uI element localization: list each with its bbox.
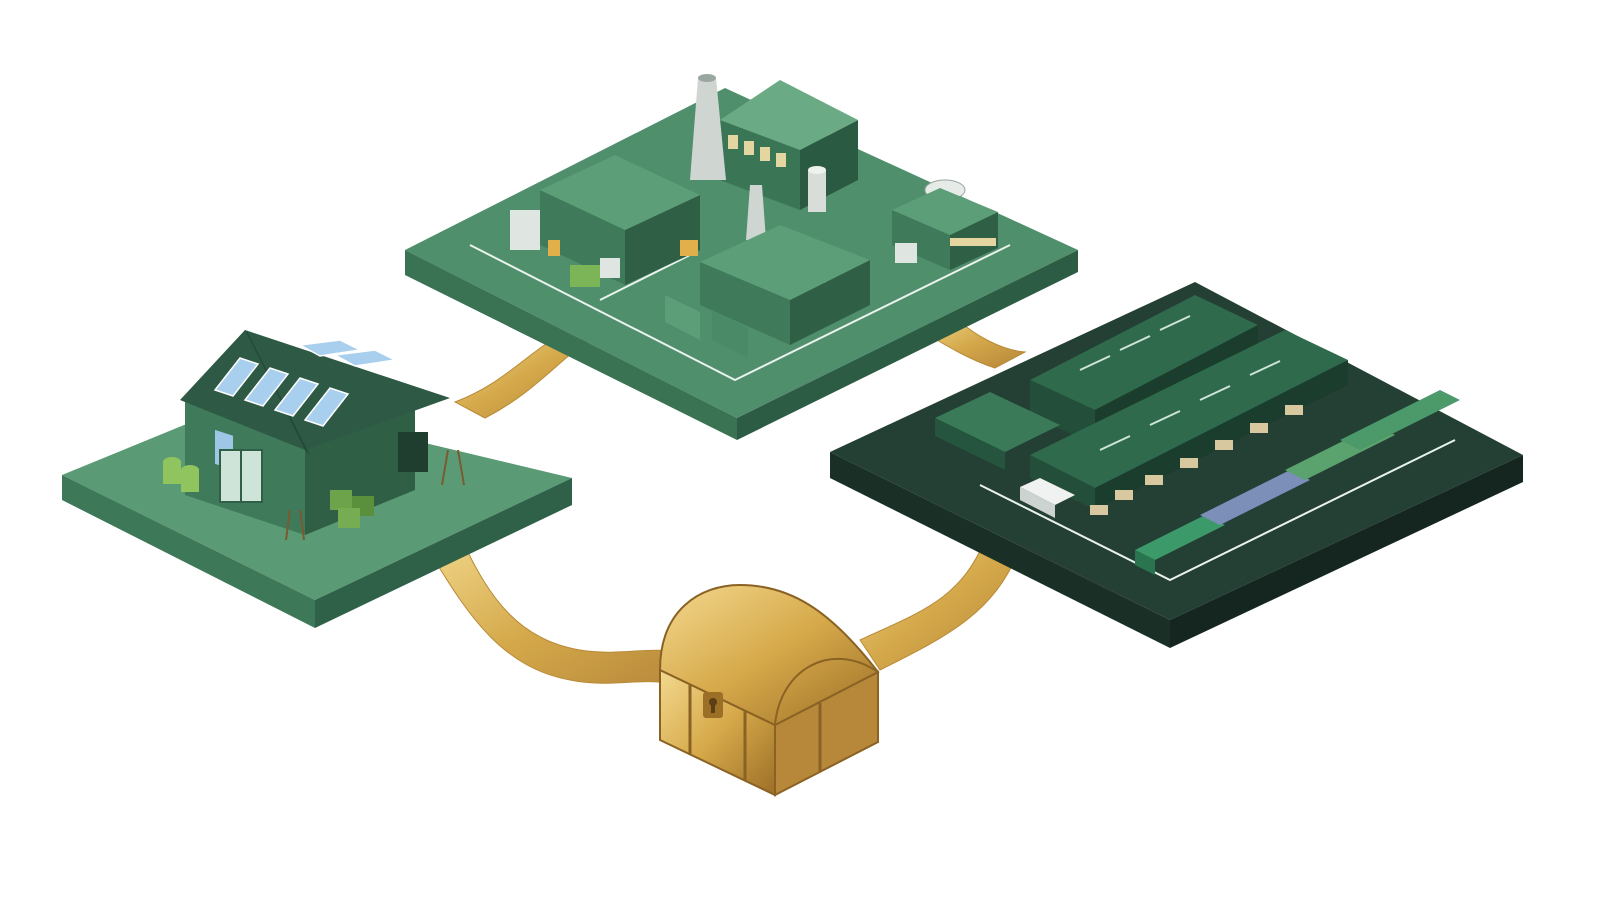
factory-plant-icon xyxy=(510,74,998,358)
treasure-chest-icon xyxy=(658,583,880,797)
barrels xyxy=(163,457,199,492)
window-strip xyxy=(728,135,786,167)
crate-stack xyxy=(330,490,374,528)
lock-icon xyxy=(703,692,723,718)
barn-warehouse-icon xyxy=(163,330,465,541)
parking-lines xyxy=(979,439,1456,582)
distribution-center-icon xyxy=(935,295,1460,575)
smokestack-icon xyxy=(690,74,766,240)
skylight-windows xyxy=(213,339,398,427)
roof-stripes xyxy=(1079,315,1281,451)
ladder-icon xyxy=(285,449,465,541)
warehouse-platform xyxy=(62,330,572,628)
van-icon xyxy=(1020,478,1075,518)
factory-platform xyxy=(405,74,1078,440)
delivery-trucks xyxy=(1090,405,1303,515)
distribution-platform xyxy=(830,282,1523,648)
container-stacks xyxy=(1135,390,1460,575)
chest-bands xyxy=(688,684,822,780)
